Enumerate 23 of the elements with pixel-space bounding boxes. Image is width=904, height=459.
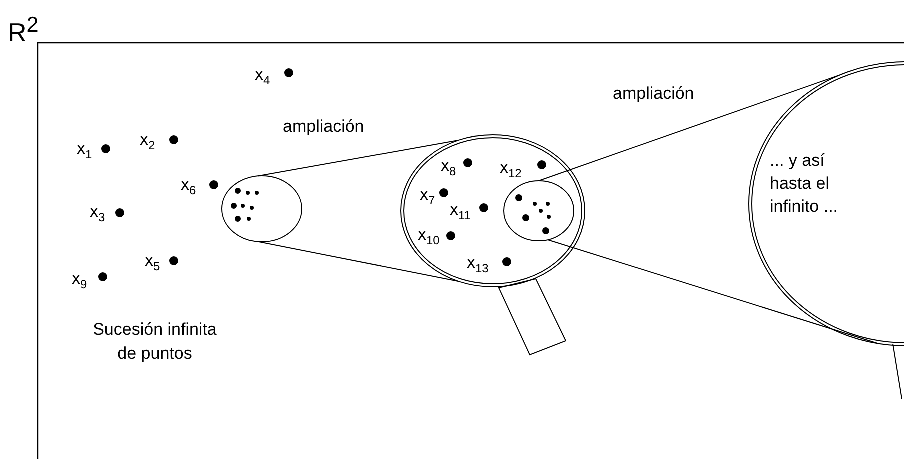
point-label: x$_{13}$	[467, 254, 489, 274]
point-label: x$_{10}$	[418, 226, 440, 246]
tangent-line	[258, 241, 460, 282]
zoom-circle	[221, 175, 303, 243]
tangent-line	[258, 140, 460, 177]
point-label: x$_{3}$	[90, 203, 106, 224]
point-label: x$_{2}$	[140, 131, 156, 152]
lens-text: ... y así hasta el infinito ...	[770, 150, 840, 218]
caption-text: Sucesión infinita de puntos	[92, 319, 218, 365]
point-label: x$_{8}$	[441, 157, 456, 178]
point-label: x$_{4}$	[255, 66, 270, 86]
point-label: x$_{6}$	[181, 176, 196, 196]
point-label: x$_{1}$	[77, 140, 92, 160]
plane-label: R$^{2}$	[8, 14, 39, 46]
point-label: x$_{12}$	[500, 159, 522, 180]
point-label: x$_{5}$	[145, 252, 160, 272]
zoom-circle	[503, 180, 575, 242]
edge-label: ampliación	[613, 85, 694, 102]
edge-label: ampliación	[283, 118, 364, 135]
point-label: x$_{11}$	[450, 201, 471, 222]
tangent-line	[548, 239, 880, 344]
point-label: x$_{9}$	[72, 270, 88, 290]
point-label: x$_{7}$	[420, 186, 436, 206]
